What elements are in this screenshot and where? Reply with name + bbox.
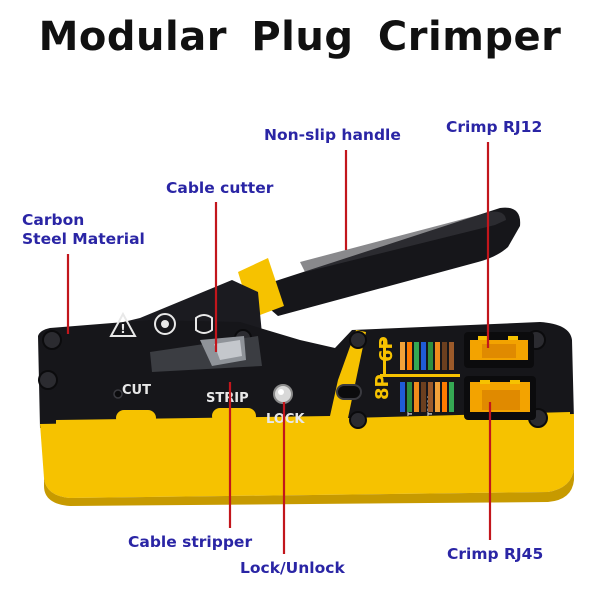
- wire-stripe: [407, 342, 412, 370]
- wire-stripe: [449, 342, 454, 370]
- strip-slot: [212, 408, 256, 424]
- screw: [349, 411, 367, 429]
- wire-stripe: [414, 382, 419, 412]
- screw: [349, 331, 367, 349]
- crimp-port-rj12: [464, 332, 534, 368]
- warning-triangle-icon: [109, 311, 137, 337]
- callout-cable-stripper: Cable stripper: [128, 533, 253, 551]
- release-oval: [336, 384, 362, 400]
- wire-stripe: [407, 382, 412, 412]
- safety-icon: [154, 313, 176, 335]
- wire-stripe: [442, 342, 447, 370]
- crimp-port-rj45: [464, 376, 536, 420]
- wire-stripe: [428, 382, 433, 412]
- callout-crimp-rj45: Crimp RJ45: [447, 545, 544, 563]
- callout-carbon-steel: Carbon Steel Material: [22, 211, 145, 249]
- callout-carbon-steel-line2: Steel Material: [22, 230, 145, 248]
- wire-stripe: [428, 342, 433, 370]
- small-hole: [113, 389, 123, 399]
- lock-button[interactable]: [273, 384, 293, 404]
- wire-stripe: [421, 342, 426, 370]
- callout-cable-cutter: Cable cutter: [166, 179, 274, 197]
- callout-carbon-steel-line1: Carbon: [22, 211, 85, 229]
- wire-stripe: [421, 382, 426, 412]
- six-p-marking: 6P: [376, 336, 397, 362]
- guide-divider: [380, 374, 460, 377]
- handle: [238, 207, 521, 318]
- six-p-divider: [383, 338, 386, 374]
- svg-text:!: !: [120, 322, 125, 336]
- eight-p-marking: 8P: [372, 374, 393, 400]
- body-base: [40, 414, 574, 498]
- cut-marking: CUT: [122, 383, 151, 398]
- cut-slot: [116, 410, 156, 426]
- wiring-guide: 8P 6P T568B T568A: [372, 336, 460, 416]
- wire-stripe: [400, 382, 405, 412]
- cutter-blade-edge: [214, 340, 242, 360]
- wire-stripe: [442, 382, 447, 412]
- wire-stripe: [400, 342, 405, 370]
- wire-stripe: [414, 342, 419, 370]
- wire-stripe: [435, 342, 440, 370]
- callout-crimp-rj12: Crimp RJ12: [446, 118, 543, 136]
- callout-lock-unlock: Lock/Unlock: [240, 559, 345, 577]
- lock-marking: LOCK: [266, 412, 305, 427]
- handle-highlight: [300, 211, 506, 272]
- wire-stripes: [400, 342, 454, 412]
- strip-marking: STRIP: [206, 391, 249, 406]
- glove-icon: [195, 314, 213, 334]
- wire-stripe: [435, 382, 440, 412]
- callout-non-slip-handle: Non-slip handle: [264, 126, 401, 144]
- body-base-shadow: [44, 468, 574, 506]
- screw: [38, 370, 58, 390]
- warning-icons: !: [109, 311, 213, 337]
- wire-stripe: [449, 382, 454, 412]
- leader-lines: [66, 142, 492, 554]
- screw: [42, 330, 62, 350]
- cutter-opening: [150, 336, 262, 372]
- page-title: Modular Plug Crimper: [38, 14, 562, 60]
